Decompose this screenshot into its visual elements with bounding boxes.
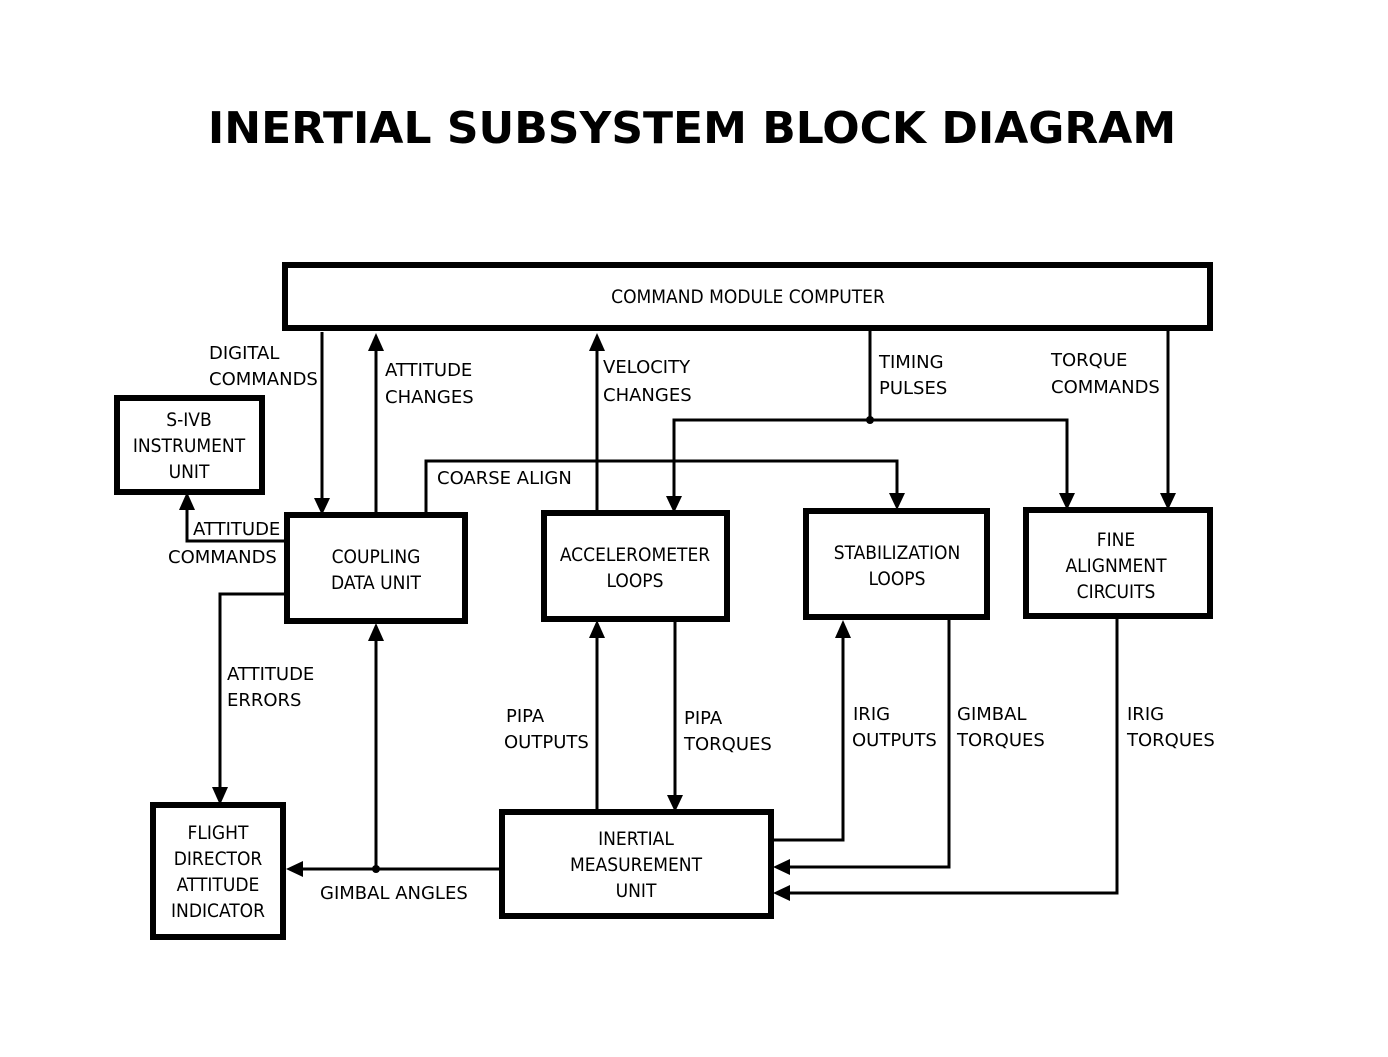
arrow-down-icon	[889, 493, 905, 510]
arrow-left-icon	[773, 885, 790, 901]
wire-gimbal-angles	[300, 640, 502, 871]
block-label: LOOPS	[869, 568, 926, 590]
label-attitude-changes: CHANGES	[385, 387, 474, 408]
arrowheads	[179, 333, 1176, 901]
diagram-title: INERTIAL SUBSYSTEM BLOCK DIAGRAM	[208, 103, 1176, 154]
block-label: INDICATOR	[171, 900, 265, 922]
block-fine-alignment-circuits: FINE ALIGNMENT CIRCUITS	[1023, 507, 1213, 619]
block-sivb-instrument-unit: S-IVB INSTRUMENT UNIT	[114, 395, 265, 495]
label-pipa-torques: PIPA	[684, 708, 723, 729]
block-stabilization-loops: STABILIZATION LOOPS	[803, 508, 990, 620]
junction-dot	[372, 865, 380, 873]
block-label: ALIGNMENT	[1065, 555, 1167, 577]
arrow-down-icon	[667, 795, 683, 812]
block-label: STABILIZATION	[834, 542, 960, 564]
label-irig-outputs: IRIG	[853, 704, 890, 725]
junction-dot	[866, 416, 874, 424]
label-timing-pulses: TIMING	[878, 352, 944, 373]
block-label: INERTIAL	[598, 828, 674, 850]
wire-gimbal-torques	[790, 618, 951, 869]
block-label: FLIGHT	[188, 822, 249, 844]
wire-attitude-errors	[218, 592, 287, 790]
block-label: COUPLING	[332, 546, 421, 568]
arrow-down-icon	[666, 496, 682, 513]
arrow-up-icon	[589, 333, 605, 351]
arrow-left-icon	[773, 859, 790, 875]
label-attitude-commands: ATTITUDE	[193, 519, 280, 540]
label-pipa-outputs: OUTPUTS	[504, 732, 589, 753]
label-gimbal-angles: GIMBAL ANGLES	[320, 883, 468, 904]
label-gimbal-torques: TORQUES	[956, 730, 1045, 751]
wire-timing-pulses	[672, 328, 1069, 499]
arrow-up-icon	[589, 620, 605, 638]
label-attitude-changes: ATTITUDE	[385, 360, 472, 381]
label-irig-outputs: OUTPUTS	[852, 730, 937, 751]
label-gimbal-torques: GIMBAL	[957, 704, 1026, 725]
label-velocity-changes: VELOCITY	[603, 357, 691, 378]
block-label: ACCELEROMETER	[560, 544, 710, 566]
block-label: INSTRUMENT	[133, 435, 246, 457]
label-velocity-changes: CHANGES	[603, 385, 692, 406]
wire-irig-torques	[790, 618, 1119, 895]
block-label: FINE	[1097, 529, 1135, 551]
label-attitude-errors: ATTITUDE	[227, 664, 314, 685]
arrow-down-icon	[212, 787, 228, 805]
arrow-up-icon	[835, 620, 851, 638]
wire-irig-outputs	[772, 636, 845, 842]
block-label: MEASUREMENT	[570, 854, 703, 876]
signal-labels: DIGITAL COMMANDS ATTITUDE CHANGES VELOCI…	[168, 343, 1215, 904]
label-digital-commands: COMMANDS	[209, 369, 318, 390]
wire-coarse-align	[424, 459, 899, 515]
block-label: DIRECTOR	[174, 848, 263, 870]
block-accelerometer-loops: ACCELEROMETER LOOPS	[541, 510, 730, 622]
label-attitude-errors: ERRORS	[227, 690, 302, 711]
block-label: COMMAND MODULE COMPUTER	[611, 286, 885, 308]
block-flight-director-attitude-indicator: FLIGHT DIRECTOR ATTITUDE INDICATOR	[150, 802, 286, 940]
label-attitude-commands: COMMANDS	[168, 547, 277, 568]
arrow-up-icon	[368, 333, 384, 351]
arrow-down-icon	[1160, 493, 1176, 510]
block-label: LOOPS	[607, 570, 664, 592]
label-pipa-outputs: PIPA	[506, 706, 545, 727]
block-label: ATTITUDE	[177, 874, 260, 896]
label-torque-commands: COMMANDS	[1051, 377, 1160, 398]
block-command-module-computer: COMMAND MODULE COMPUTER	[282, 262, 1213, 331]
block-coupling-data-unit: COUPLING DATA UNIT	[284, 512, 468, 624]
label-pipa-torques: TORQUES	[683, 734, 772, 755]
label-timing-pulses: PULSES	[879, 378, 947, 399]
label-irig-torques: TORQUES	[1126, 730, 1215, 751]
block-label: CIRCUITS	[1077, 581, 1156, 603]
arrow-up-icon	[179, 492, 195, 510]
arrow-down-icon	[1059, 493, 1075, 510]
arrow-down-icon	[314, 498, 330, 515]
wire-attitude-commands	[185, 508, 287, 543]
label-irig-torques: IRIG	[1127, 704, 1164, 725]
block-label: UNIT	[616, 880, 657, 902]
block-label: DATA UNIT	[331, 572, 421, 594]
block-label: S-IVB	[166, 409, 211, 431]
label-digital-commands: DIGITAL	[209, 343, 279, 364]
label-coarse-align: COARSE ALIGN	[437, 468, 572, 489]
arrow-up-icon	[368, 623, 384, 641]
label-torque-commands: TORQUE	[1050, 350, 1127, 371]
arrow-left-icon	[286, 861, 303, 877]
block-label: UNIT	[169, 461, 210, 483]
block-inertial-measurement-unit: INERTIAL MEASUREMENT UNIT	[499, 809, 774, 919]
